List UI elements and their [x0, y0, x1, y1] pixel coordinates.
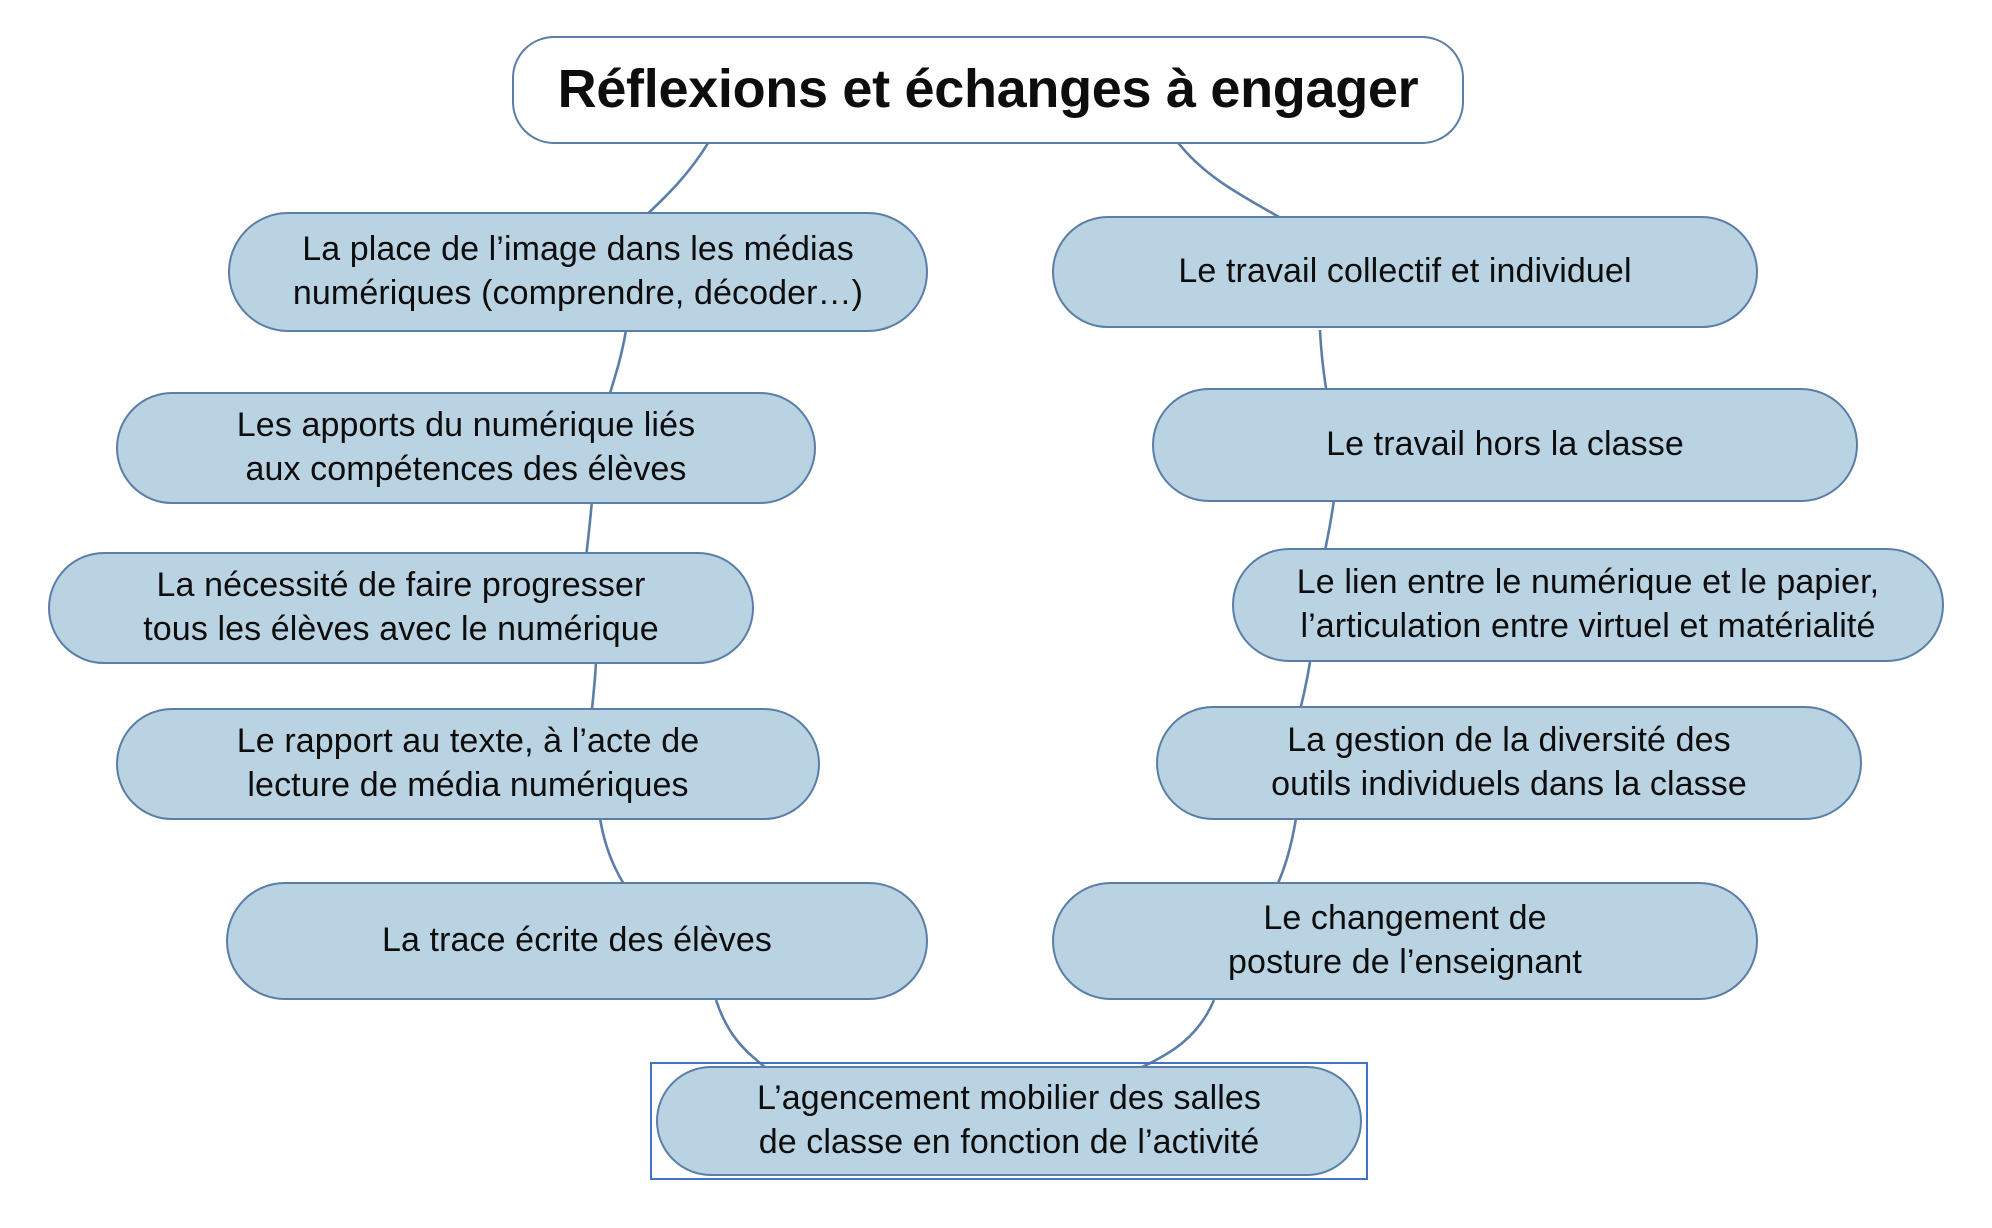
node-right-1-label: Le travail collectif et individuel: [1178, 252, 1632, 291]
node-right-4[interactable]: La gestion de la diversité des outils in…: [1156, 706, 1862, 820]
node-left-2-label: Les apports du numérique liés aux compét…: [236, 406, 696, 488]
node-left-3-label: La nécessité de faire progresser tous le…: [143, 566, 659, 648]
node-right-5[interactable]: Le changement de posture de l’enseignant: [1052, 882, 1758, 1000]
node-left-3[interactable]: La nécessité de faire progresser tous le…: [48, 552, 754, 664]
node-right-3[interactable]: Le lien entre le numérique et le papier,…: [1232, 548, 1944, 662]
node-right-2-label: Le travail hors la classe: [1326, 425, 1684, 464]
connector-left-5-to-bottom: [714, 999, 767, 1070]
node-left-4[interactable]: Le rapport au texte, à l’acte de lecture…: [116, 708, 820, 820]
node-right-1[interactable]: Le travail collectif et individuel: [1052, 216, 1758, 328]
node-bottom-1[interactable]: L’agencement mobilier des salles de clas…: [656, 1066, 1362, 1176]
connector-right-5-to-bottom: [1139, 999, 1216, 1070]
node-left-1-label: La place de l’image dans les médias numé…: [292, 230, 864, 312]
node-right-3-label: Le lien entre le numérique et le papier,…: [1296, 563, 1880, 645]
node-root[interactable]: Réflexions et échanges à engager: [512, 36, 1464, 144]
node-left-4-label: Le rapport au texte, à l’acte de lecture…: [236, 722, 700, 804]
node-left-1[interactable]: La place de l’image dans les médias numé…: [228, 212, 928, 332]
node-left-5[interactable]: La trace écrite des élèves: [226, 882, 928, 1000]
node-bottom-1-label: L’agencement mobilier des salles de clas…: [756, 1079, 1262, 1161]
node-left-5-label: La trace écrite des élèves: [381, 921, 773, 960]
node-left-2[interactable]: Les apports du numérique liés aux compét…: [116, 392, 816, 504]
node-root-label: Réflexions et échanges à engager: [557, 59, 1419, 120]
node-right-4-label: La gestion de la diversité des outils in…: [1271, 721, 1747, 803]
node-right-2[interactable]: Le travail hors la classe: [1152, 388, 1858, 502]
node-right-5-label: Le changement de posture de l’enseignant: [1228, 899, 1582, 981]
